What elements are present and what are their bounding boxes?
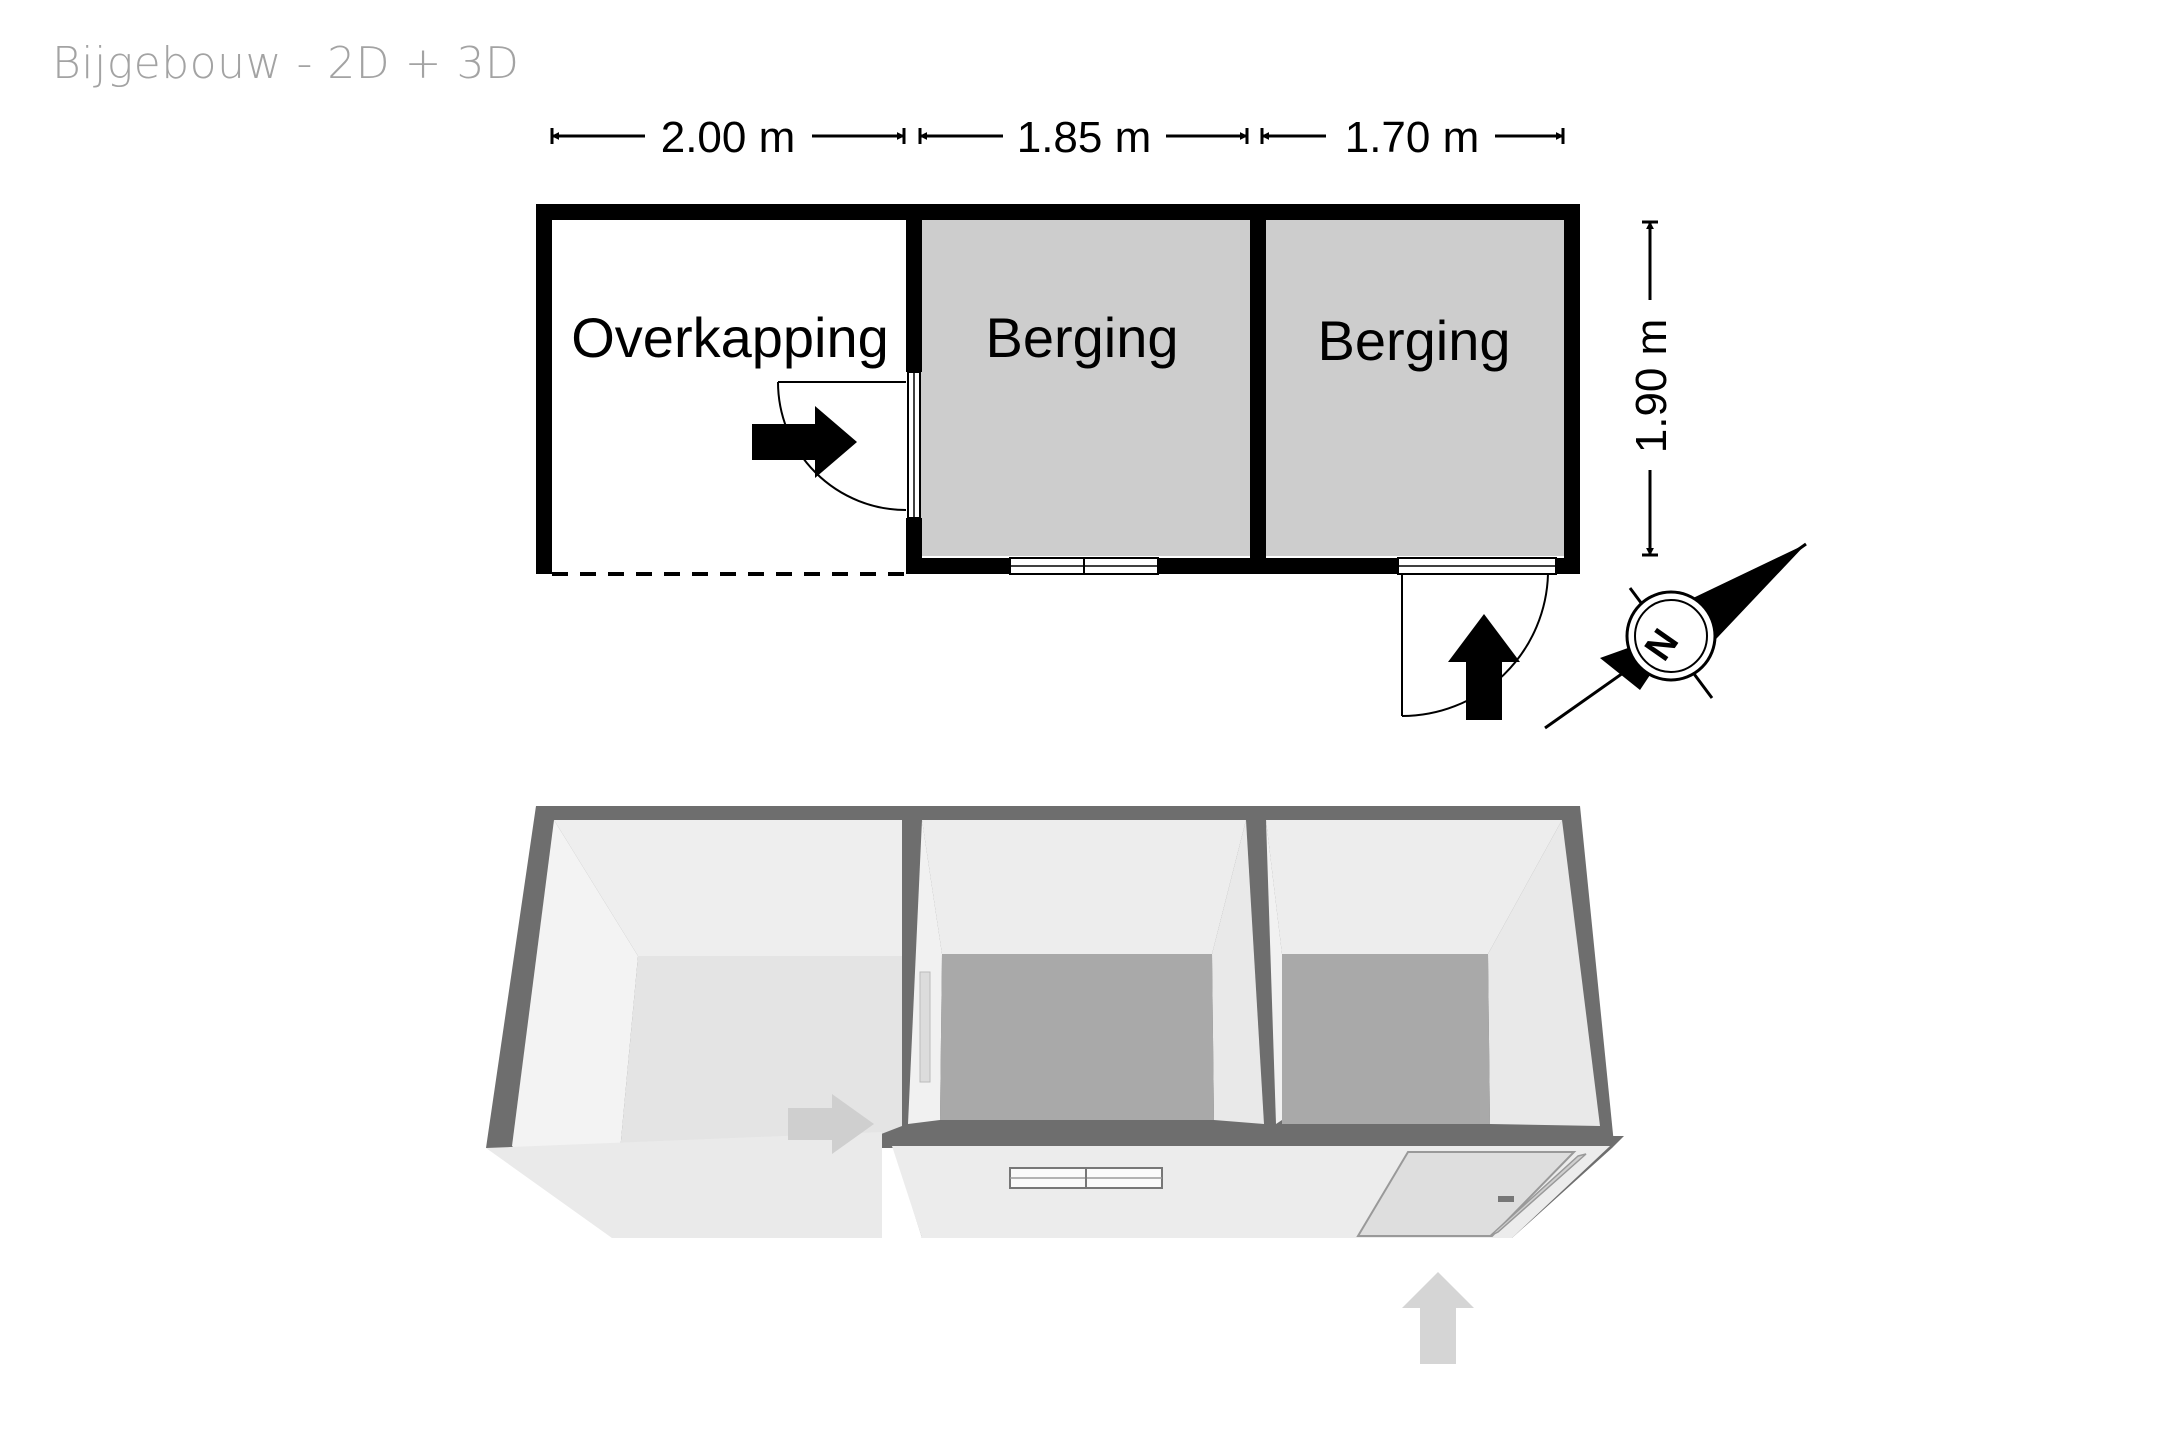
model-facade	[890, 1136, 1624, 1364]
dimension-label: 2.00 m	[661, 113, 796, 162]
page-title: Bijgebouw - 2D + 3D	[52, 38, 520, 89]
dimension-width-2: 1.85 m	[918, 113, 1249, 162]
walls	[536, 204, 1580, 574]
dimension-width-1: 2.00 m	[550, 113, 906, 162]
entry-arrow-icon	[752, 406, 857, 478]
window	[1009, 557, 1159, 575]
floorplan-rooms: Overkapping Berging Berging	[536, 204, 1580, 720]
model-door	[1356, 1151, 1587, 1237]
dimension-lines: 2.00 m 1.85 m 1.70 m 1.90 m	[550, 113, 1676, 557]
model-room-overkapping	[486, 820, 902, 1238]
model-room-berging-2	[1266, 820, 1600, 1126]
door-berging-2	[1397, 557, 1557, 717]
dimension-label: 1.90 m	[1627, 319, 1676, 454]
dimension-depth: 1.90 m	[1627, 220, 1676, 557]
entry-arrow-icon	[1448, 614, 1520, 720]
model-entry-arrow-icon	[1402, 1272, 1474, 1364]
model-entry-arrow-icon	[788, 1094, 874, 1154]
model-room-berging-1	[908, 820, 1264, 1124]
room-fill-berging-2	[1266, 218, 1564, 556]
dimension-label: 1.70 m	[1345, 113, 1480, 162]
room-fill-berging-1	[918, 218, 1250, 556]
room-label-berging: Berging	[985, 306, 1178, 369]
dimension-label: 1.85 m	[1017, 113, 1152, 162]
model-window	[1009, 1167, 1163, 1189]
dimension-width-3: 1.70 m	[1260, 113, 1565, 162]
compass-icon: N	[1544, 542, 1807, 730]
room-label-overkapping: Overkapping	[571, 306, 889, 369]
model-3d	[486, 806, 1624, 1364]
room-label-berging: Berging	[1317, 309, 1510, 372]
